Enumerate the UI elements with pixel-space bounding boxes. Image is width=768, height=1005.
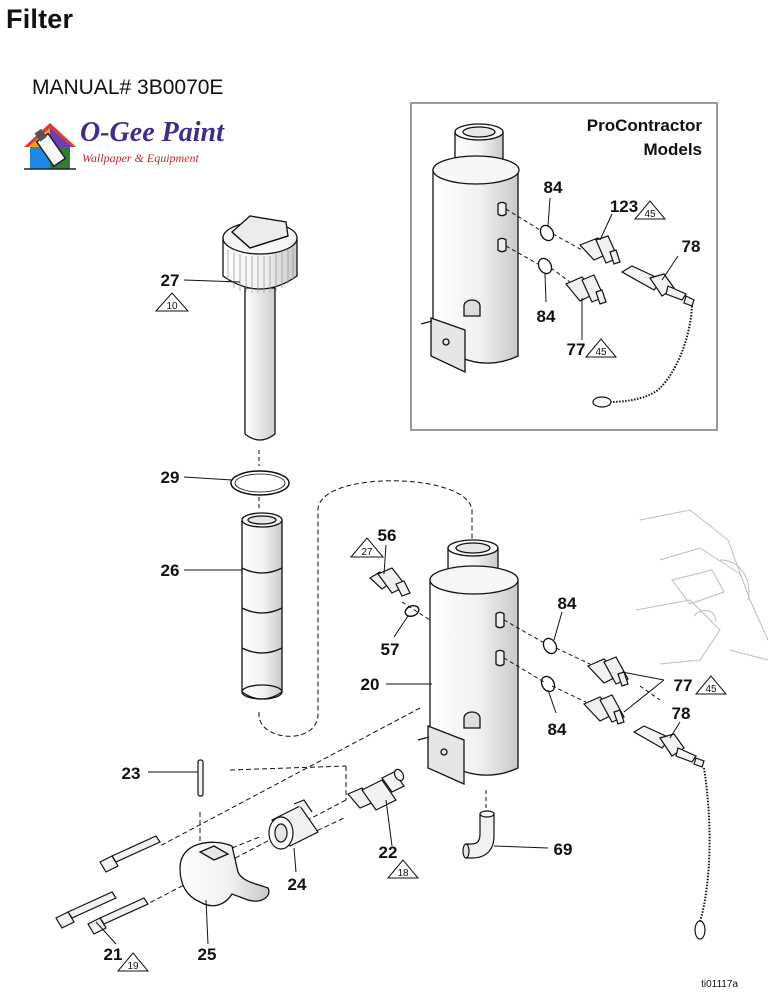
inset-fitting-77 [565, 274, 607, 305]
inset-label-84-lower: 84 [537, 307, 556, 326]
logo: O-Gee Paint Wallpaper & Equipment [20, 117, 260, 175]
label-57: 57 [381, 640, 400, 659]
inset-title-line1: ProContractor [587, 116, 703, 135]
ref-triangle-27: 10 [154, 292, 190, 312]
logo-tagline: Wallpaper & Equipment [82, 151, 199, 165]
inset-cap-chain-78 [592, 265, 695, 408]
part-22-valve-assembly [347, 768, 405, 811]
inset-label-78: 78 [682, 237, 701, 256]
drawing-id: ti01117a [701, 979, 738, 990]
svg-text:18: 18 [397, 868, 409, 879]
part-25-handle [179, 841, 270, 907]
inset-title-line2: Models [643, 140, 702, 159]
ref-triangle-inset-77: 45 [584, 338, 618, 358]
inset-filter-housing [420, 123, 520, 374]
ref-triangle-inset-123: 45 [633, 200, 667, 220]
part-78-cap-chain [632, 725, 711, 940]
inset-label-84-upper: 84 [544, 178, 563, 197]
label-26: 26 [161, 561, 180, 580]
part-57-o-ring [404, 605, 420, 617]
label-56: 56 [378, 526, 397, 545]
inset-o-rings [537, 224, 555, 275]
house-logo-icon [24, 123, 76, 170]
part-84-o-rings [540, 637, 558, 693]
part-23-pin [197, 759, 204, 797]
label-29: 29 [161, 468, 180, 487]
page-title: Filter [6, 4, 74, 34]
logo-name: O-Gee Paint [80, 117, 224, 148]
part-24-valve-seat [268, 799, 319, 850]
label-27: 27 [161, 271, 180, 290]
svg-text:45: 45 [644, 209, 656, 220]
svg-text:45: 45 [705, 684, 717, 695]
part-26-filter-screen [241, 512, 283, 700]
pump-outline-sketch [635, 509, 768, 665]
label-78: 78 [672, 704, 691, 723]
ref-triangle-56: 27 [349, 537, 385, 558]
inset-label-123: 123 [610, 197, 638, 216]
part-27-filter-cap-stem [222, 215, 298, 441]
label-69: 69 [554, 840, 573, 859]
label-77: 77 [674, 676, 693, 695]
manual-number: MANUAL# 3B0070E [32, 76, 224, 99]
label-24: 24 [288, 875, 307, 894]
part-77-fittings [582, 656, 629, 725]
ref-triangle-21: 19 [116, 952, 150, 972]
ref-triangle-77: 45 [694, 675, 728, 695]
label-84-upper: 84 [558, 594, 577, 613]
leader-lines [95, 197, 681, 945]
part-20-filter-housing [417, 539, 519, 786]
label-21: 21 [104, 945, 123, 964]
svg-text:19: 19 [127, 961, 139, 972]
svg-text:45: 45 [595, 347, 607, 358]
part-56-fitting [369, 567, 411, 597]
ref-triangle-22: 18 [386, 859, 420, 879]
inset-fitting-123 [578, 235, 621, 265]
procontractor-inset: ProContractor Models [410, 102, 718, 431]
inset-label-77: 77 [567, 340, 586, 359]
label-84-lower: 84 [548, 720, 567, 739]
label-25: 25 [198, 945, 217, 964]
part-29-o-ring [230, 470, 290, 496]
svg-text:10: 10 [166, 301, 178, 312]
label-23: 23 [122, 764, 141, 783]
svg-text:27: 27 [361, 547, 373, 558]
part-69-elbow-fitting [462, 810, 495, 859]
label-20: 20 [361, 675, 380, 694]
label-22: 22 [379, 843, 398, 862]
part-21-screws [55, 835, 161, 935]
